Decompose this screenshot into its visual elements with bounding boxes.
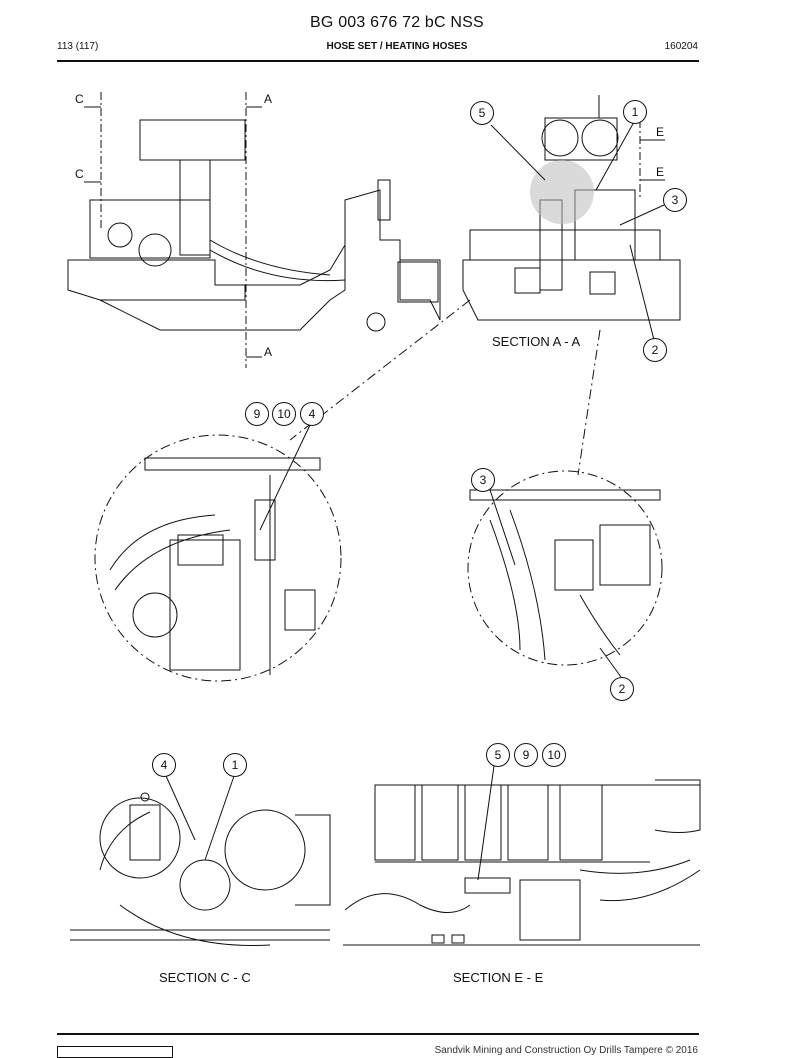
date-code: 160204 bbox=[664, 41, 698, 52]
callout-9-section-e: 9 bbox=[514, 743, 538, 767]
callout-9-detail: 9 bbox=[245, 402, 269, 426]
page-title: HOSE SET / HEATING HOSES bbox=[326, 41, 468, 52]
section-c-drawing bbox=[70, 775, 331, 946]
callout-5-section-a: 5 bbox=[470, 101, 494, 125]
callout-10-detail: 10 bbox=[272, 402, 296, 426]
section-a-drawing bbox=[462, 95, 681, 341]
callout-2-detail: 2 bbox=[610, 677, 634, 701]
callout-3-detail: 3 bbox=[471, 468, 495, 492]
section-a-caption: SECTION A - A bbox=[492, 334, 581, 349]
callout-4-detail: 4 bbox=[300, 402, 324, 426]
callout-4-section-c: 4 bbox=[152, 753, 176, 777]
callout-1-section-c: 1 bbox=[223, 753, 247, 777]
cut-label-c-mid: C bbox=[75, 167, 84, 181]
copyright-text: Sandvik Mining and Construction Oy Drill… bbox=[434, 1045, 698, 1056]
callout-1-section-a: 1 bbox=[623, 100, 647, 124]
page-number: 113 (117) bbox=[57, 41, 99, 52]
header-rule bbox=[57, 60, 699, 62]
sandvik-logo bbox=[57, 1046, 173, 1058]
cut-label-e-bottom: E bbox=[656, 165, 665, 179]
cut-label-c-top: C bbox=[75, 92, 84, 106]
cut-label-e-top: E bbox=[656, 125, 665, 139]
document-code: BG 003 676 72 bC NSS bbox=[310, 14, 484, 31]
callout-5-section-e: 5 bbox=[486, 743, 510, 767]
detail-right-drawing bbox=[467, 470, 663, 678]
section-e-caption: SECTION E - E bbox=[453, 970, 544, 985]
detail-left-drawing bbox=[94, 424, 342, 682]
section-c-caption: SECTION C - C bbox=[159, 970, 251, 985]
section-e-drawing bbox=[343, 765, 701, 946]
cut-label-a-top: A bbox=[264, 92, 273, 106]
callout-10-section-e: 10 bbox=[542, 743, 566, 767]
callout-3-section-a: 3 bbox=[663, 188, 687, 212]
callout-2-section-a: 2 bbox=[643, 338, 667, 362]
side-view-drawing bbox=[67, 92, 441, 368]
cut-label-a-bottom: A bbox=[264, 345, 273, 359]
footer-rule bbox=[57, 1033, 699, 1035]
